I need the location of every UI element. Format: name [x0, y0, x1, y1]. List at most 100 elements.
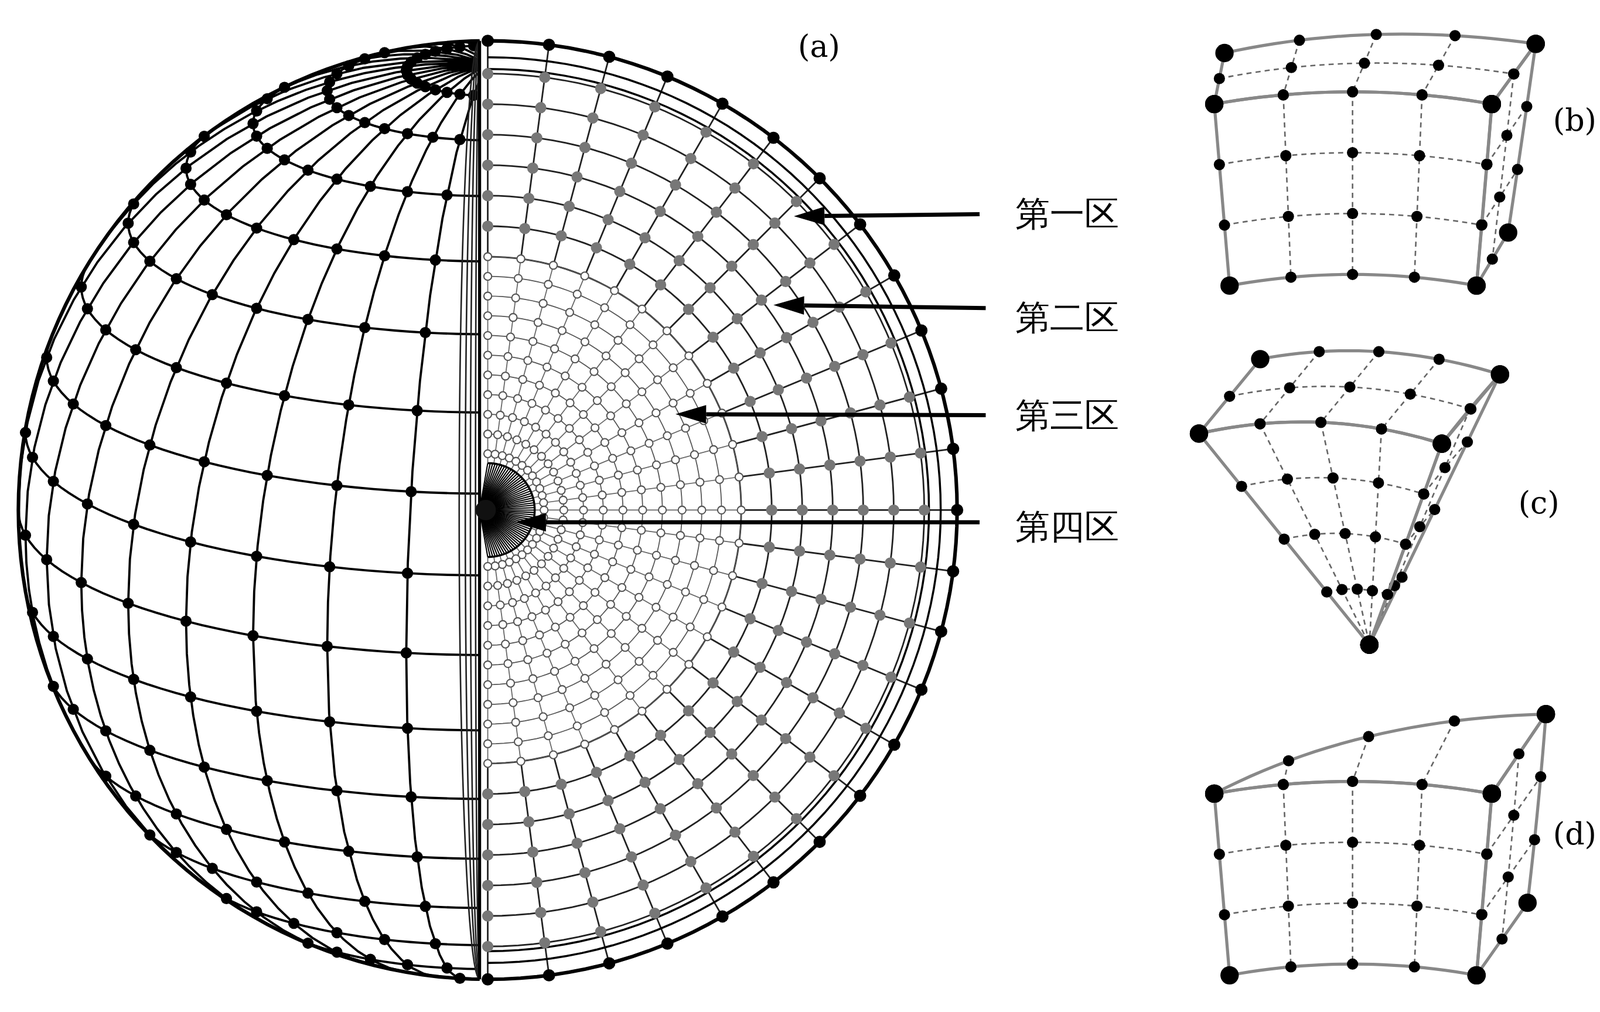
mesh-graphic	[19, 427, 32, 439]
mesh-graphic	[499, 265, 554, 465]
mesh-graphic	[1283, 755, 1295, 767]
mesh-graphic	[1315, 416, 1327, 428]
mesh-graphic	[1482, 94, 1501, 114]
mesh-graphic	[543, 649, 551, 657]
mesh-graphic	[671, 556, 680, 565]
mesh-graphic	[703, 379, 712, 388]
mesh-graphic	[747, 769, 759, 781]
mesh-graphic	[579, 141, 591, 153]
mesh-graphic	[709, 445, 718, 454]
mesh-graphic	[400, 647, 412, 659]
mesh-graphic	[684, 855, 697, 868]
mesh-graphic	[1433, 59, 1445, 71]
mesh-graphic	[587, 112, 599, 124]
mesh-graphic	[144, 744, 156, 756]
mesh-graphic	[483, 311, 492, 320]
mesh-graphic	[541, 430, 550, 438]
mesh-graphic	[1283, 210, 1295, 223]
mesh-graphic	[551, 623, 559, 631]
mesh-graphic	[903, 617, 916, 629]
mesh-graphic	[1396, 571, 1408, 583]
mesh-graphic	[1352, 736, 1369, 782]
mesh-graphic	[278, 390, 291, 402]
mesh-graphic	[144, 829, 156, 841]
mesh-graphic	[185, 691, 197, 703]
mesh-graphic	[626, 691, 634, 699]
mesh-graphic	[331, 946, 343, 958]
mesh-graphic	[1476, 219, 1488, 231]
zone-label: 第二区	[1015, 297, 1120, 339]
mesh-graphic	[656, 529, 665, 537]
mesh-graphic	[625, 157, 637, 169]
mesh-graphic	[686, 389, 694, 397]
mesh-graphic	[1215, 43, 1234, 63]
mesh-graphic	[537, 560, 546, 568]
mesh-graphic	[516, 254, 525, 263]
mesh-graphic	[590, 461, 599, 470]
mesh-graphic	[686, 622, 694, 631]
mesh-graphic	[593, 396, 602, 405]
mesh-graphic	[613, 185, 626, 197]
mesh-graphic	[302, 887, 314, 899]
mesh-graphic	[606, 600, 615, 609]
mesh-graphic	[860, 285, 872, 298]
mesh-graphic	[1285, 960, 1297, 972]
mesh-graphic	[331, 479, 343, 491]
mesh-graphic	[1220, 276, 1239, 295]
mesh-graphic	[454, 134, 466, 146]
mesh-graphic	[844, 601, 856, 613]
mesh-graphic	[649, 671, 657, 680]
mesh-graphic	[602, 660, 610, 668]
mesh-graphic	[1481, 158, 1493, 170]
mesh-graphic	[793, 545, 805, 557]
mesh-graphic	[1526, 34, 1545, 53]
mesh-graphic	[874, 609, 886, 621]
cut-face	[459, 34, 964, 986]
mesh-graphic	[625, 851, 637, 863]
mesh-graphic	[482, 818, 494, 830]
mesh-graphic	[557, 525, 565, 534]
mesh-graphic	[575, 435, 583, 444]
mesh-graphic	[772, 624, 784, 636]
mesh-graphic	[530, 445, 538, 454]
mesh-graphic	[482, 189, 494, 201]
mesh-graphic	[75, 281, 87, 293]
mesh-graphic	[488, 134, 864, 886]
mesh-graphic	[854, 789, 867, 803]
mesh-graphic	[1421, 720, 1455, 784]
mesh-graphic	[302, 164, 314, 176]
mesh-graphic	[1439, 461, 1451, 473]
mesh-graphic	[533, 522, 733, 576]
mesh-graphic	[1476, 104, 1492, 286]
mesh-graphic	[535, 630, 544, 639]
mesh-graphic	[1464, 403, 1476, 415]
mesh-graphic	[250, 105, 262, 117]
mesh-graphic	[1481, 847, 1493, 859]
mesh-graphic	[100, 770, 112, 782]
mesh-graphic	[602, 957, 616, 970]
mesh-graphic	[747, 239, 759, 251]
mesh-graphic	[767, 875, 780, 889]
mesh-graphic	[915, 561, 927, 573]
mesh-graphic	[405, 485, 417, 497]
mesh-graphic	[1366, 585, 1378, 597]
mesh-graphic	[519, 375, 527, 384]
mesh-graphic	[707, 636, 895, 745]
mesh-graphic	[1346, 147, 1359, 159]
mesh-graphic	[565, 398, 574, 407]
mesh-graphic	[359, 117, 371, 129]
mesh-graphic	[513, 394, 522, 403]
mesh-graphic	[513, 435, 521, 444]
mesh-graphic	[541, 406, 549, 414]
mesh-graphic	[785, 585, 797, 597]
mesh-graphic	[1411, 900, 1423, 912]
mesh-graphic	[544, 731, 552, 740]
mesh-graphic	[779, 732, 791, 745]
mesh-graphic	[618, 428, 626, 437]
mesh-graphic	[1346, 268, 1359, 281]
mesh-graphic	[441, 86, 453, 98]
mesh-graphic	[419, 326, 431, 339]
mesh-graphic	[560, 506, 568, 514]
mesh-graphic	[1218, 908, 1230, 920]
